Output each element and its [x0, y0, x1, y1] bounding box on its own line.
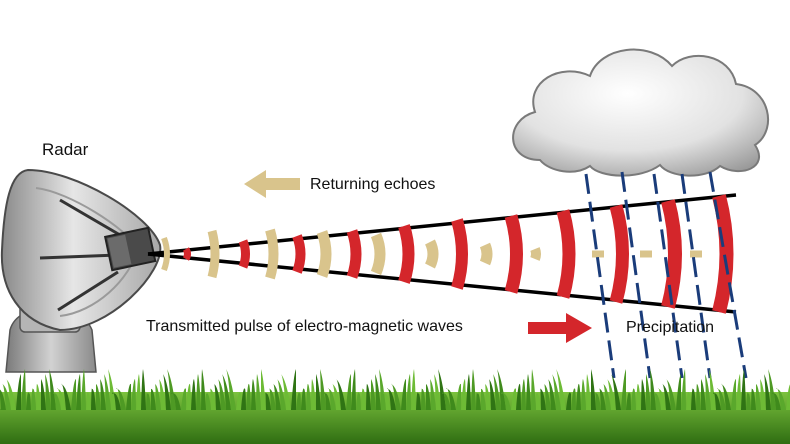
returning-echo-waves: [161, 228, 702, 280]
precipitation-label: Precipitation: [626, 319, 715, 336]
cloud-icon: [512, 48, 770, 177]
precipitation-rain: [584, 171, 748, 379]
returning-echoes-label: Returning echoes: [310, 176, 436, 193]
radar-label: Radar: [42, 140, 89, 159]
transmitted-pulse-label: Transmitted pulse of electro-magnetic wa…: [146, 318, 463, 335]
radar-dish-icon: [0, 168, 162, 373]
arrow-right-icon: [528, 313, 592, 343]
arrow-left-icon: [244, 170, 300, 198]
grass: [0, 369, 790, 444]
